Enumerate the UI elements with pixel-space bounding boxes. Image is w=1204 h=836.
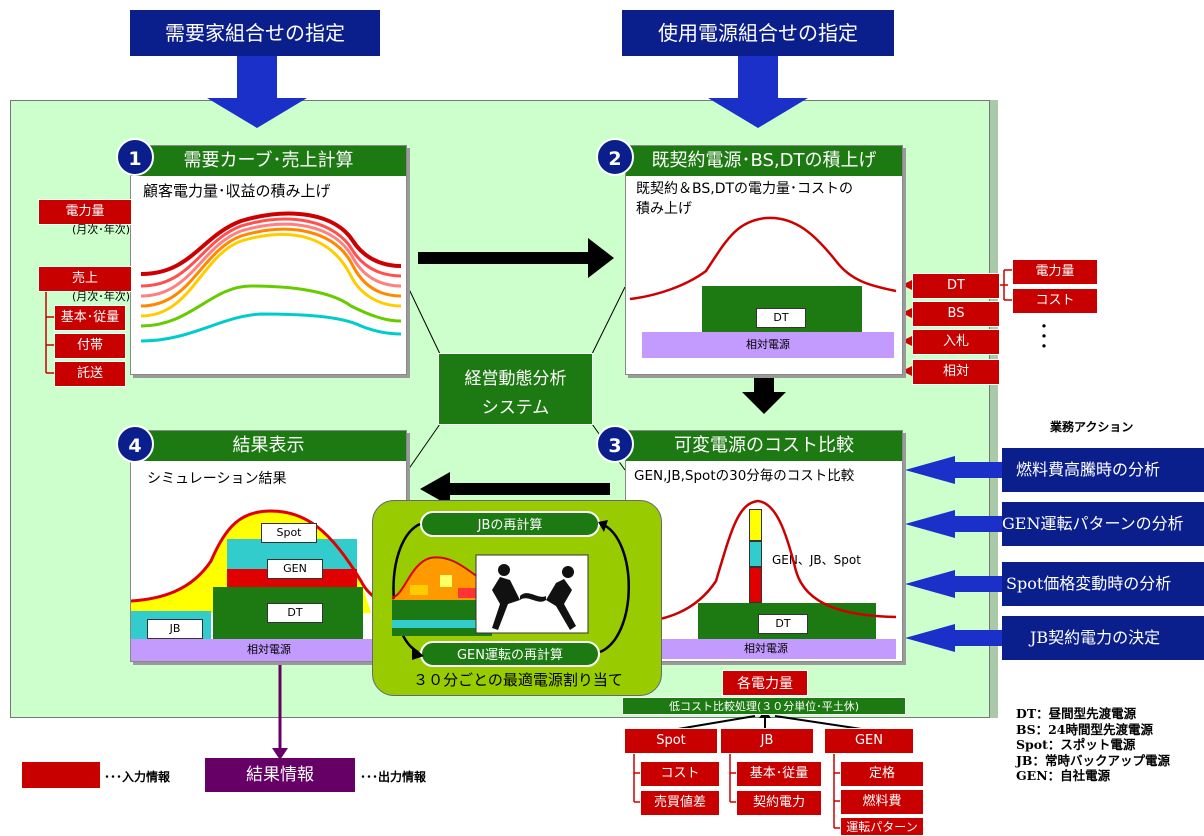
jb-basic-tag: 基本･従量: [736, 761, 822, 787]
stack-spot: [749, 509, 762, 541]
down-arrow-left: [207, 56, 307, 128]
spot-group-tag: Spot: [624, 728, 718, 754]
panel-demand-curve: 需要カーブ･売上計算 顧客電力量･収益の積み上げ: [130, 145, 407, 375]
legend-input-swatch: [22, 762, 100, 788]
panel-title: 可変電源のコスト比較: [626, 431, 902, 461]
top-left-banner: 需要家組合せの指定: [130, 10, 380, 56]
legend-output-text: ･･･出力情報: [360, 770, 427, 784]
tug-of-war-figure: [492, 564, 576, 630]
action-jb-contract: JB契約電力の決定: [1002, 616, 1204, 660]
panel-results: 結果表示 シミュレーション結果 Spot GEN DT JB 相対電源: [130, 430, 408, 662]
glossary-gen: GEN：自社電源: [1016, 768, 1111, 783]
actions-heading: 業務アクション: [1050, 420, 1134, 434]
step-4-badge: 4: [116, 425, 154, 463]
step-1-badge: 1: [116, 138, 154, 176]
supply-curve: [629, 216, 897, 301]
dt-label: DT: [267, 603, 323, 623]
action-gen-pattern: GEN運転パターンの分析: [1002, 502, 1204, 546]
bid-input-tag: 入札: [912, 329, 1000, 355]
panel-subtitle: 顧客電力量･収益の積み上げ: [143, 182, 331, 200]
top-right-banner: 使用電源組合せの指定: [622, 10, 894, 56]
dt-label: DT: [756, 308, 806, 328]
panel-subtitle-line1: 既契約＆BS,DTの電力量･コストの: [636, 181, 854, 197]
glossary-spot: Spot：スポット電源: [1016, 737, 1136, 752]
step-3-badge: 3: [596, 425, 634, 463]
dt-cost-tag: コスト: [1012, 288, 1098, 314]
system-line1: 経営動態分析: [464, 369, 567, 389]
down-arrow-right: [708, 56, 808, 128]
action-fuel-spike: 燃料費高騰時の分析: [1002, 448, 1204, 492]
stack-jb: [749, 541, 762, 567]
gen-label: GEN: [267, 559, 323, 579]
low-cost-bar: 低コスト比較処理(３０分単位･平土休): [622, 697, 906, 715]
sales-period-note: (月次･年次): [72, 290, 131, 303]
glossary-jb: JB：常時バックアップ電源: [1016, 752, 1170, 768]
panel-subtitle: GEN,JB,Spotの30分毎のコスト比較: [634, 468, 855, 484]
legend-output-box: 結果情報: [205, 758, 355, 792]
panel-subtitle-line2: 積み上げ: [636, 201, 692, 217]
panel-contracted-sources: 既契約電源･BS,DTの積上げ 既契約＆BS,DTの電力量･コストの 積み上げ …: [625, 145, 903, 375]
bs-input-tag: BS: [912, 301, 1000, 327]
dt-label: DT: [758, 614, 808, 634]
legend-input-text: ･･･入力情報: [104, 770, 171, 784]
gen-fuel-tag: 燃料費: [840, 789, 924, 815]
gen-recalc-pill: GEN運転の再計算: [420, 641, 600, 667]
bilateral-input-tag: 相対: [912, 359, 1000, 385]
power-input-tag: 電力量: [38, 199, 132, 225]
panel-subtitle: シミュレーション結果: [147, 471, 287, 487]
optimizer-caption: ３０分ごとの最適電源割り当て: [413, 671, 623, 689]
glossary: DT：昼間型先渡電源 BS：24時間型先渡電源 Spot：スポット電源 JB：常…: [1016, 706, 1170, 784]
spot-cost-tag: コスト: [640, 761, 720, 787]
power-period-note: (月次･年次): [72, 223, 131, 236]
system-box: 経営動態分析 システム: [438, 353, 593, 425]
jb-contract-tag: 契約電力: [736, 790, 822, 816]
sales-item-wheeling: 託送: [54, 361, 126, 387]
gen-group-tag: GEN: [824, 728, 914, 754]
main-region-side: [990, 100, 998, 718]
gen-rated-tag: 定格: [840, 761, 924, 787]
base-source-bar: 相対電源: [642, 332, 894, 358]
stack-gen: [749, 567, 762, 603]
each-power-tag: 各電力量: [722, 670, 808, 696]
panel-variable-cost: 可変電源のコスト比較 GEN,JB,Spotの30分毎のコスト比較 DT 相対電…: [625, 430, 903, 662]
jb-group-tag: JB: [720, 728, 814, 754]
arrow-3-to-4: [420, 472, 610, 506]
base-source-bar: 相対電源: [131, 639, 407, 661]
glossary-dt: DT：昼間型先渡電源: [1016, 706, 1137, 721]
step-2-badge: 2: [596, 138, 634, 176]
system-line2: システム: [481, 398, 550, 418]
arrow-1-to-2: [418, 238, 614, 278]
gen-pattern-tag: 運転パターン: [840, 817, 924, 836]
spot-label: Spot: [261, 523, 317, 543]
arrow-2-to-3: [742, 376, 786, 414]
dt-power-tag: 電力量: [1012, 259, 1098, 285]
panel-title: 既契約電源･BS,DTの積上げ: [626, 146, 902, 176]
sales-input-tag: 売上: [38, 266, 132, 292]
more-dots: ･ ･ ･: [1040, 317, 1049, 356]
variable-curve: [631, 499, 897, 625]
panel-title: 結果表示: [131, 431, 406, 461]
demand-curves: [140, 211, 402, 343]
glossary-bs: BS：24時間型先渡電源: [1016, 721, 1153, 737]
spot-spread-tag: 売買値差: [640, 790, 720, 816]
dt-input-tag: DT: [912, 273, 1000, 299]
jb-label: JB: [147, 619, 203, 639]
panel-title: 需要カーブ･売上計算: [131, 146, 406, 176]
base-source-bar: 相対電源: [636, 639, 896, 659]
jb-recalc-pill: JBの再計算: [420, 511, 600, 537]
action-spot-price: Spot価格変動時の分析: [1002, 562, 1204, 606]
sales-item-ancillary: 付帯: [54, 333, 126, 359]
sales-item-basic: 基本･従量: [54, 305, 126, 331]
